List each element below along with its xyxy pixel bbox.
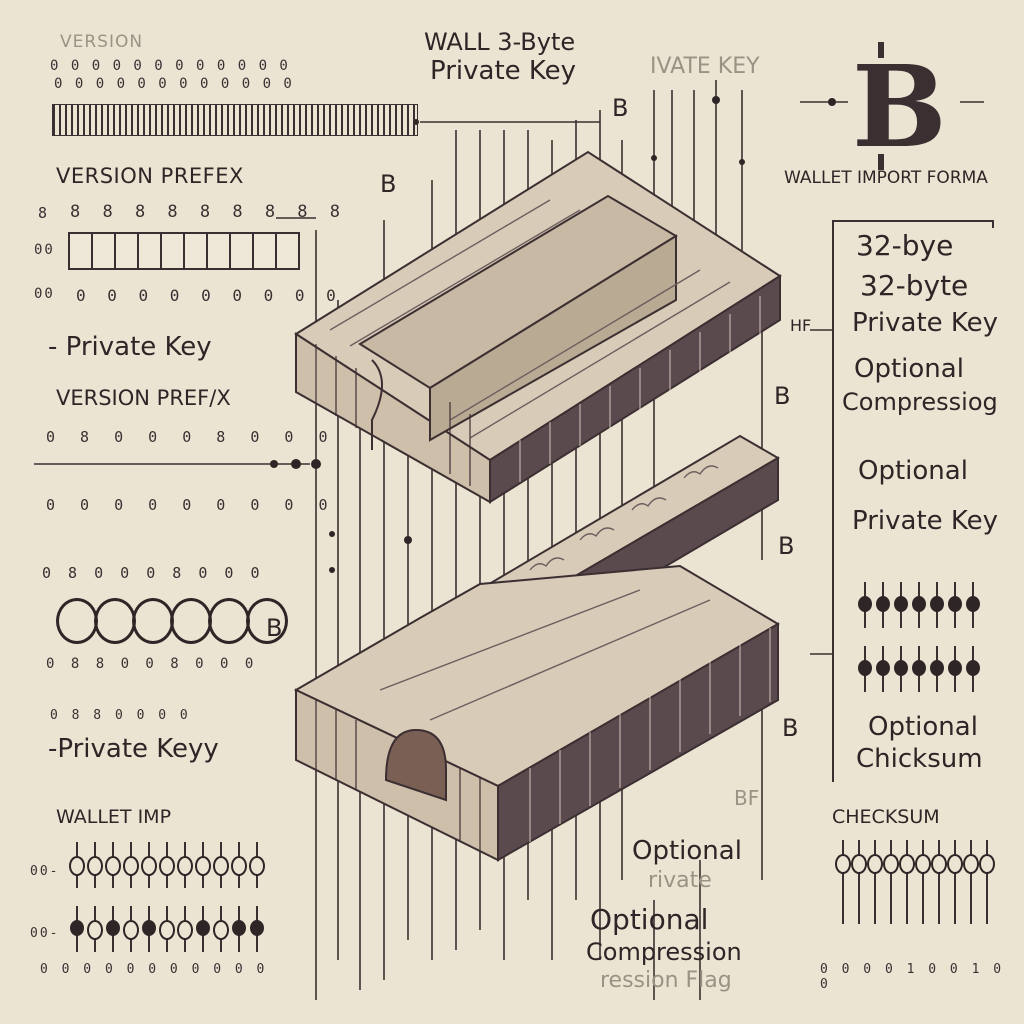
digit-row: 0 8 0 0 0 8 0 0 0 xyxy=(46,428,336,446)
digit-row: 0 0 0 0 0 0 0 0 0 xyxy=(46,496,336,514)
upper-block xyxy=(294,150,782,504)
byte-label: 32-byte xyxy=(860,269,969,302)
checksum-label: Chicksum xyxy=(856,744,983,774)
flag-label: ression Flag xyxy=(600,968,732,993)
leader-dots xyxy=(270,96,836,573)
version-prefix-label: VERSION PREF/X xyxy=(56,386,231,410)
wallet-import-label: WALLET IMP xyxy=(56,806,172,828)
b-label: B xyxy=(782,714,799,742)
tick-graphic xyxy=(70,906,264,952)
digit-row: 0 0 0 0 0 0 0 0 0 0 0 0 xyxy=(54,76,294,92)
digit-prefix: 00- xyxy=(30,864,60,879)
compression-label: Compressiog xyxy=(842,388,998,416)
compression-label: Compression xyxy=(586,938,742,966)
digit-prefix: 00 xyxy=(34,242,55,258)
checksum-heading: CHECKSUM xyxy=(832,806,940,828)
faint-version-label: VERSION xyxy=(60,32,144,52)
optional-label: Optional xyxy=(858,456,968,486)
digit-row: 0 0 0 0 0 0 0 0 0 0 0 xyxy=(40,962,268,977)
bitcoin-logo-icon: B xyxy=(852,42,952,172)
bracket-graphic xyxy=(832,220,994,782)
lower-block xyxy=(293,564,780,862)
digit-row: 0 0 0 0 0 0 0 0 0 xyxy=(76,286,342,305)
digit-row: 8 8 8 8 8 8 8 8 8 xyxy=(70,202,346,222)
bye-label: 32-bye xyxy=(856,229,954,262)
version-prefix-label: VERSION PREFEX xyxy=(56,164,244,188)
circle-chain-graphic xyxy=(56,598,288,644)
digit-row: 0 8 8 0 0 8 0 0 0 xyxy=(46,656,258,672)
faint-private-label: rivate xyxy=(648,868,712,893)
b-label: B xyxy=(774,382,791,410)
digit-prefix: 8 xyxy=(38,204,50,222)
byte-boxes xyxy=(68,232,300,270)
optional-label: Optional xyxy=(854,354,964,384)
private-key-label: Private Key xyxy=(852,308,999,338)
b-label: B xyxy=(266,614,283,642)
tick-graphic xyxy=(858,646,980,692)
bf-label: BF xyxy=(734,786,760,810)
tick-graphic xyxy=(858,582,980,628)
barcode-graphic xyxy=(52,104,418,136)
hf-label: HF xyxy=(790,316,812,335)
digit-prefix: 00 xyxy=(34,286,55,302)
private-key-label: Private Key xyxy=(852,506,999,536)
faint-private-key-label: IVATE KEY xyxy=(650,54,760,79)
digit-prefix: 00- xyxy=(30,926,60,941)
private-key-label: - Private Key xyxy=(48,332,212,362)
tick-graphic xyxy=(69,842,265,888)
optional-label: Optional xyxy=(590,903,709,936)
digit-row: 0 0 0 0 0 0 0 0 0 0 0 0 xyxy=(50,58,290,74)
title-line-2: Private Key xyxy=(430,56,577,86)
b-label: B xyxy=(778,532,795,560)
private-key-label: -Private Keyy xyxy=(48,734,219,764)
tick-graphic xyxy=(835,840,995,924)
digit-row: 0 0 0 0 1 0 0 1 0 0 xyxy=(820,962,1005,992)
digit-row: 0 8 8 0 0 0 0 xyxy=(50,708,191,723)
b-label: B xyxy=(380,170,397,198)
digit-row: 0 8 0 0 0 8 0 0 0 xyxy=(42,564,264,582)
b-label: B xyxy=(612,94,629,122)
title-line-1: WALL 3-Byte xyxy=(424,28,576,56)
optional-label: Optional xyxy=(632,836,742,866)
optional-label: Optional xyxy=(868,712,978,742)
wallet-import-format-label: WALLET IMPORT FORMA xyxy=(784,168,988,188)
